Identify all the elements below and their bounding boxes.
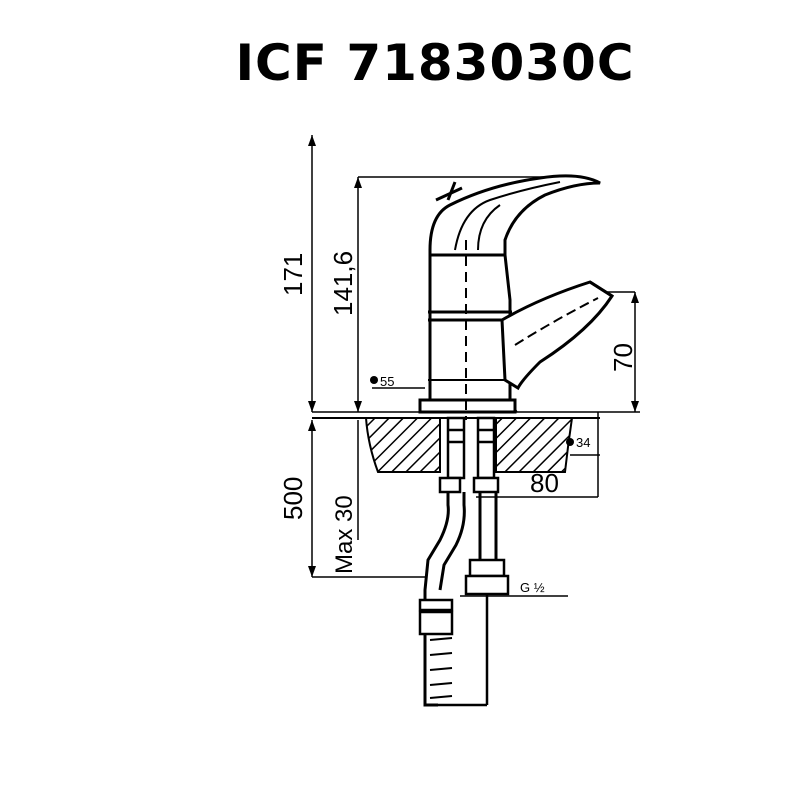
dimension-80: 80 (530, 468, 559, 498)
product-code-title: ICF 7183030C (235, 34, 635, 92)
base-diameter-symbol (370, 376, 378, 384)
dimension-171: 171 (278, 253, 308, 296)
faucet-body (418, 253, 518, 414)
spout (500, 280, 615, 391)
dimension-500: 500 (278, 477, 308, 520)
dimension-141-6: 141,6 (328, 251, 358, 316)
extension-lines (311, 135, 640, 597)
dimension-max-30: Max 30 (331, 495, 358, 574)
dimension-70: 70 (608, 343, 638, 372)
dimension-diameter-34: 34 (576, 435, 590, 450)
dimension-arrows (308, 135, 639, 577)
lever-handle (428, 174, 601, 257)
hole-diameter-symbol (566, 438, 574, 446)
threaded-shank (438, 416, 500, 494)
thread-size-label: G ½ (520, 580, 545, 595)
hose-fittings (418, 558, 510, 707)
dimension-diameter-55: 55 (380, 374, 394, 389)
flexible-hose (423, 492, 498, 707)
